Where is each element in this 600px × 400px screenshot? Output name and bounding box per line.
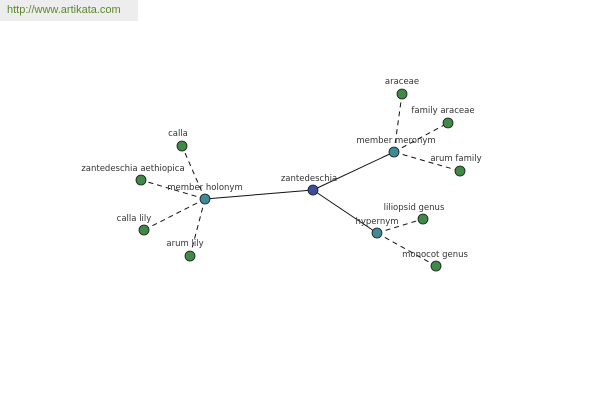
edge-member-holonym-zantedeschia-aethiopica [140,179,206,200]
label-calla[interactable]: calla [168,129,188,139]
label-family-araceae[interactable]: family araceae [411,106,474,116]
edge-zantedeschia-member-meronym [312,151,395,191]
edge-member-meronym-family-araceae [393,122,449,153]
label-araceae[interactable]: araceae [385,77,419,87]
edge-member-holonym-calla-lily [143,198,206,231]
node-arum-lily[interactable] [184,250,196,262]
edge-member-holonym-arum-lily [189,198,206,257]
edge-member-meronym-araceae [393,93,403,153]
graph-nodes [135,88,466,272]
edge-hypernym-liliopsid-genus [376,218,424,234]
node-arum-family[interactable] [454,165,466,177]
label-member-holonym[interactable]: member holonym [167,183,242,193]
node-member-holonym[interactable] [199,193,211,205]
edge-member-holonym-calla [181,145,206,200]
label-monocot-genus[interactable]: monocot genus [402,250,468,260]
node-hypernym[interactable] [371,227,383,239]
node-calla[interactable] [176,140,188,152]
label-hypernym[interactable]: hypernym [355,217,398,227]
graph-labels: zantedeschia member holonym calla zantedesc… [81,77,481,260]
label-zantedeschia[interactable]: zantedeschia [281,174,337,184]
source-link[interactable]: http://www.artikata.com [7,4,121,16]
node-liliopsid-genus[interactable] [417,213,429,225]
edge-zantedeschia-member-holonym [204,189,314,200]
node-monocot-genus[interactable] [430,260,442,272]
label-arum-family[interactable]: arum family [430,154,481,164]
node-member-meronym[interactable] [388,146,400,158]
edge-member-meronym-arum-family [393,151,461,172]
label-member-meronym[interactable]: member meronym [356,136,435,146]
node-araceae[interactable] [396,88,408,100]
edge-zantedeschia-hypernym [312,189,378,234]
edge-hypernym-monocot-genus [376,232,437,267]
label-zantedeschia-aethiopica[interactable]: zantedeschia aethiopica [81,164,184,174]
label-calla-lily[interactable]: calla lily [117,214,152,224]
node-zantedeschia[interactable] [307,184,319,196]
node-calla-lily[interactable] [138,224,150,236]
source-banner: http://www.artikata.com [0,0,138,21]
node-zantedeschia-aethiopica[interactable] [135,174,147,186]
label-arum-lily[interactable]: arum lily [166,239,203,249]
label-liliopsid-genus[interactable]: liliopsid genus [384,203,445,213]
graph-edges [140,93,461,267]
node-family-araceae[interactable] [442,117,454,129]
